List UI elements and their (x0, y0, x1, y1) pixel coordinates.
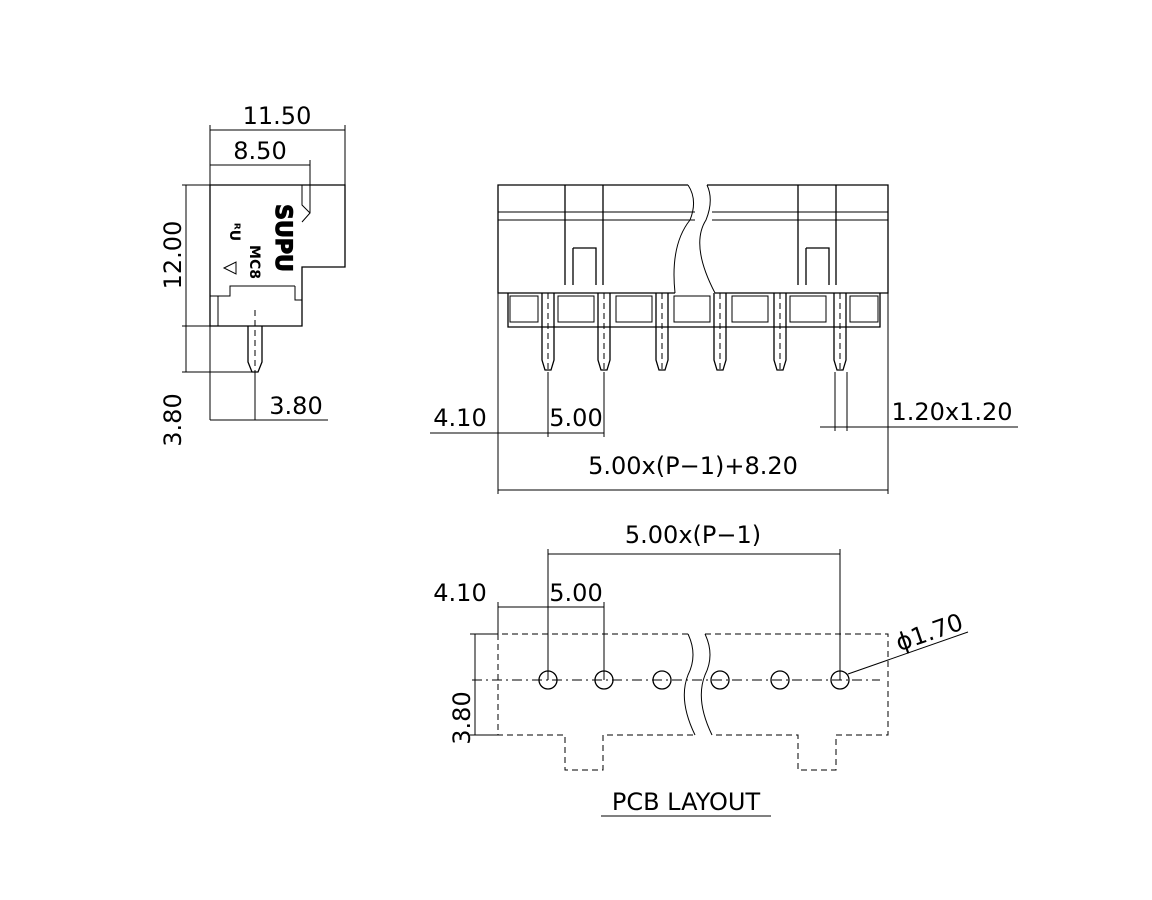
dim-side-total-width: 11.50 (243, 102, 312, 130)
front-pin (541, 293, 555, 372)
front-pins (541, 293, 847, 372)
side-pocket (210, 285, 295, 297)
front-latch-left (564, 185, 604, 285)
dim-pcb-span: 5.00x(P−1) (625, 521, 761, 549)
pcb-layout: 5.00x(P−1) 4.10 5.00 ϕ1.70 3.80 PCB LAYO… (433, 521, 969, 817)
pcb-hole (710, 670, 730, 690)
svg-text:MC8: MC8 (246, 245, 262, 279)
side-latch (294, 185, 311, 301)
dim-side-pin-length: 3.80 (159, 393, 187, 446)
dim-pcb-pitch: 5.00 (549, 579, 602, 607)
pcb-outline-right (705, 633, 889, 771)
front-pin (833, 293, 847, 372)
dim-side-height: 12.00 (159, 221, 187, 290)
front-pin (655, 293, 669, 372)
side-view: SUPU MC8 ᴿU 11.50 8.50 12.00 3.80 3.80 (159, 102, 346, 447)
front-pin (773, 293, 787, 372)
dim-side-pin-offset: 3.80 (269, 392, 322, 420)
front-pin (713, 293, 727, 372)
svg-text:SUPU: SUPU (270, 204, 295, 272)
brand-logo: SUPU (269, 204, 295, 273)
front-cell (673, 295, 711, 323)
pcb-outline-left (497, 633, 695, 771)
dim-pcb-depth: 3.80 (448, 691, 476, 744)
front-pin (597, 293, 611, 372)
front-cell (557, 295, 595, 323)
dim-pin-size: 1.20x1.20 (891, 398, 1012, 426)
model-label: MC8 (246, 245, 262, 279)
front-cells (509, 295, 879, 323)
front-cell (731, 295, 769, 323)
pcb-hole (770, 670, 790, 690)
svg-text:ᴿU: ᴿU (226, 223, 242, 241)
front-body-left (497, 184, 688, 294)
front-view: 4.10 5.00 1.20x1.20 5.00x(P−1)+8.20 (430, 184, 1018, 494)
dim-front-pitch: 5.00 (549, 404, 602, 432)
pcb-hole (652, 670, 672, 690)
dim-front-overall: 5.00x(P−1)+8.20 (588, 452, 798, 480)
ul-mark: ᴿU (226, 223, 242, 241)
pcb-layout-title: PCB LAYOUT (612, 788, 761, 816)
dim-pcb-edge: 4.10 (433, 579, 486, 607)
front-cell (789, 295, 827, 323)
front-latch-right (797, 185, 837, 285)
break-line (673, 184, 716, 294)
dim-side-body-width: 8.50 (233, 137, 286, 165)
warning-triangle-icon (222, 261, 237, 275)
front-cell (615, 295, 653, 323)
dim-front-edge: 4.10 (433, 404, 486, 432)
pcb-break-line (683, 633, 713, 736)
dim-hole-diameter: ϕ1.70 (892, 608, 967, 657)
front-cell (509, 295, 539, 323)
front-cell (849, 295, 879, 323)
